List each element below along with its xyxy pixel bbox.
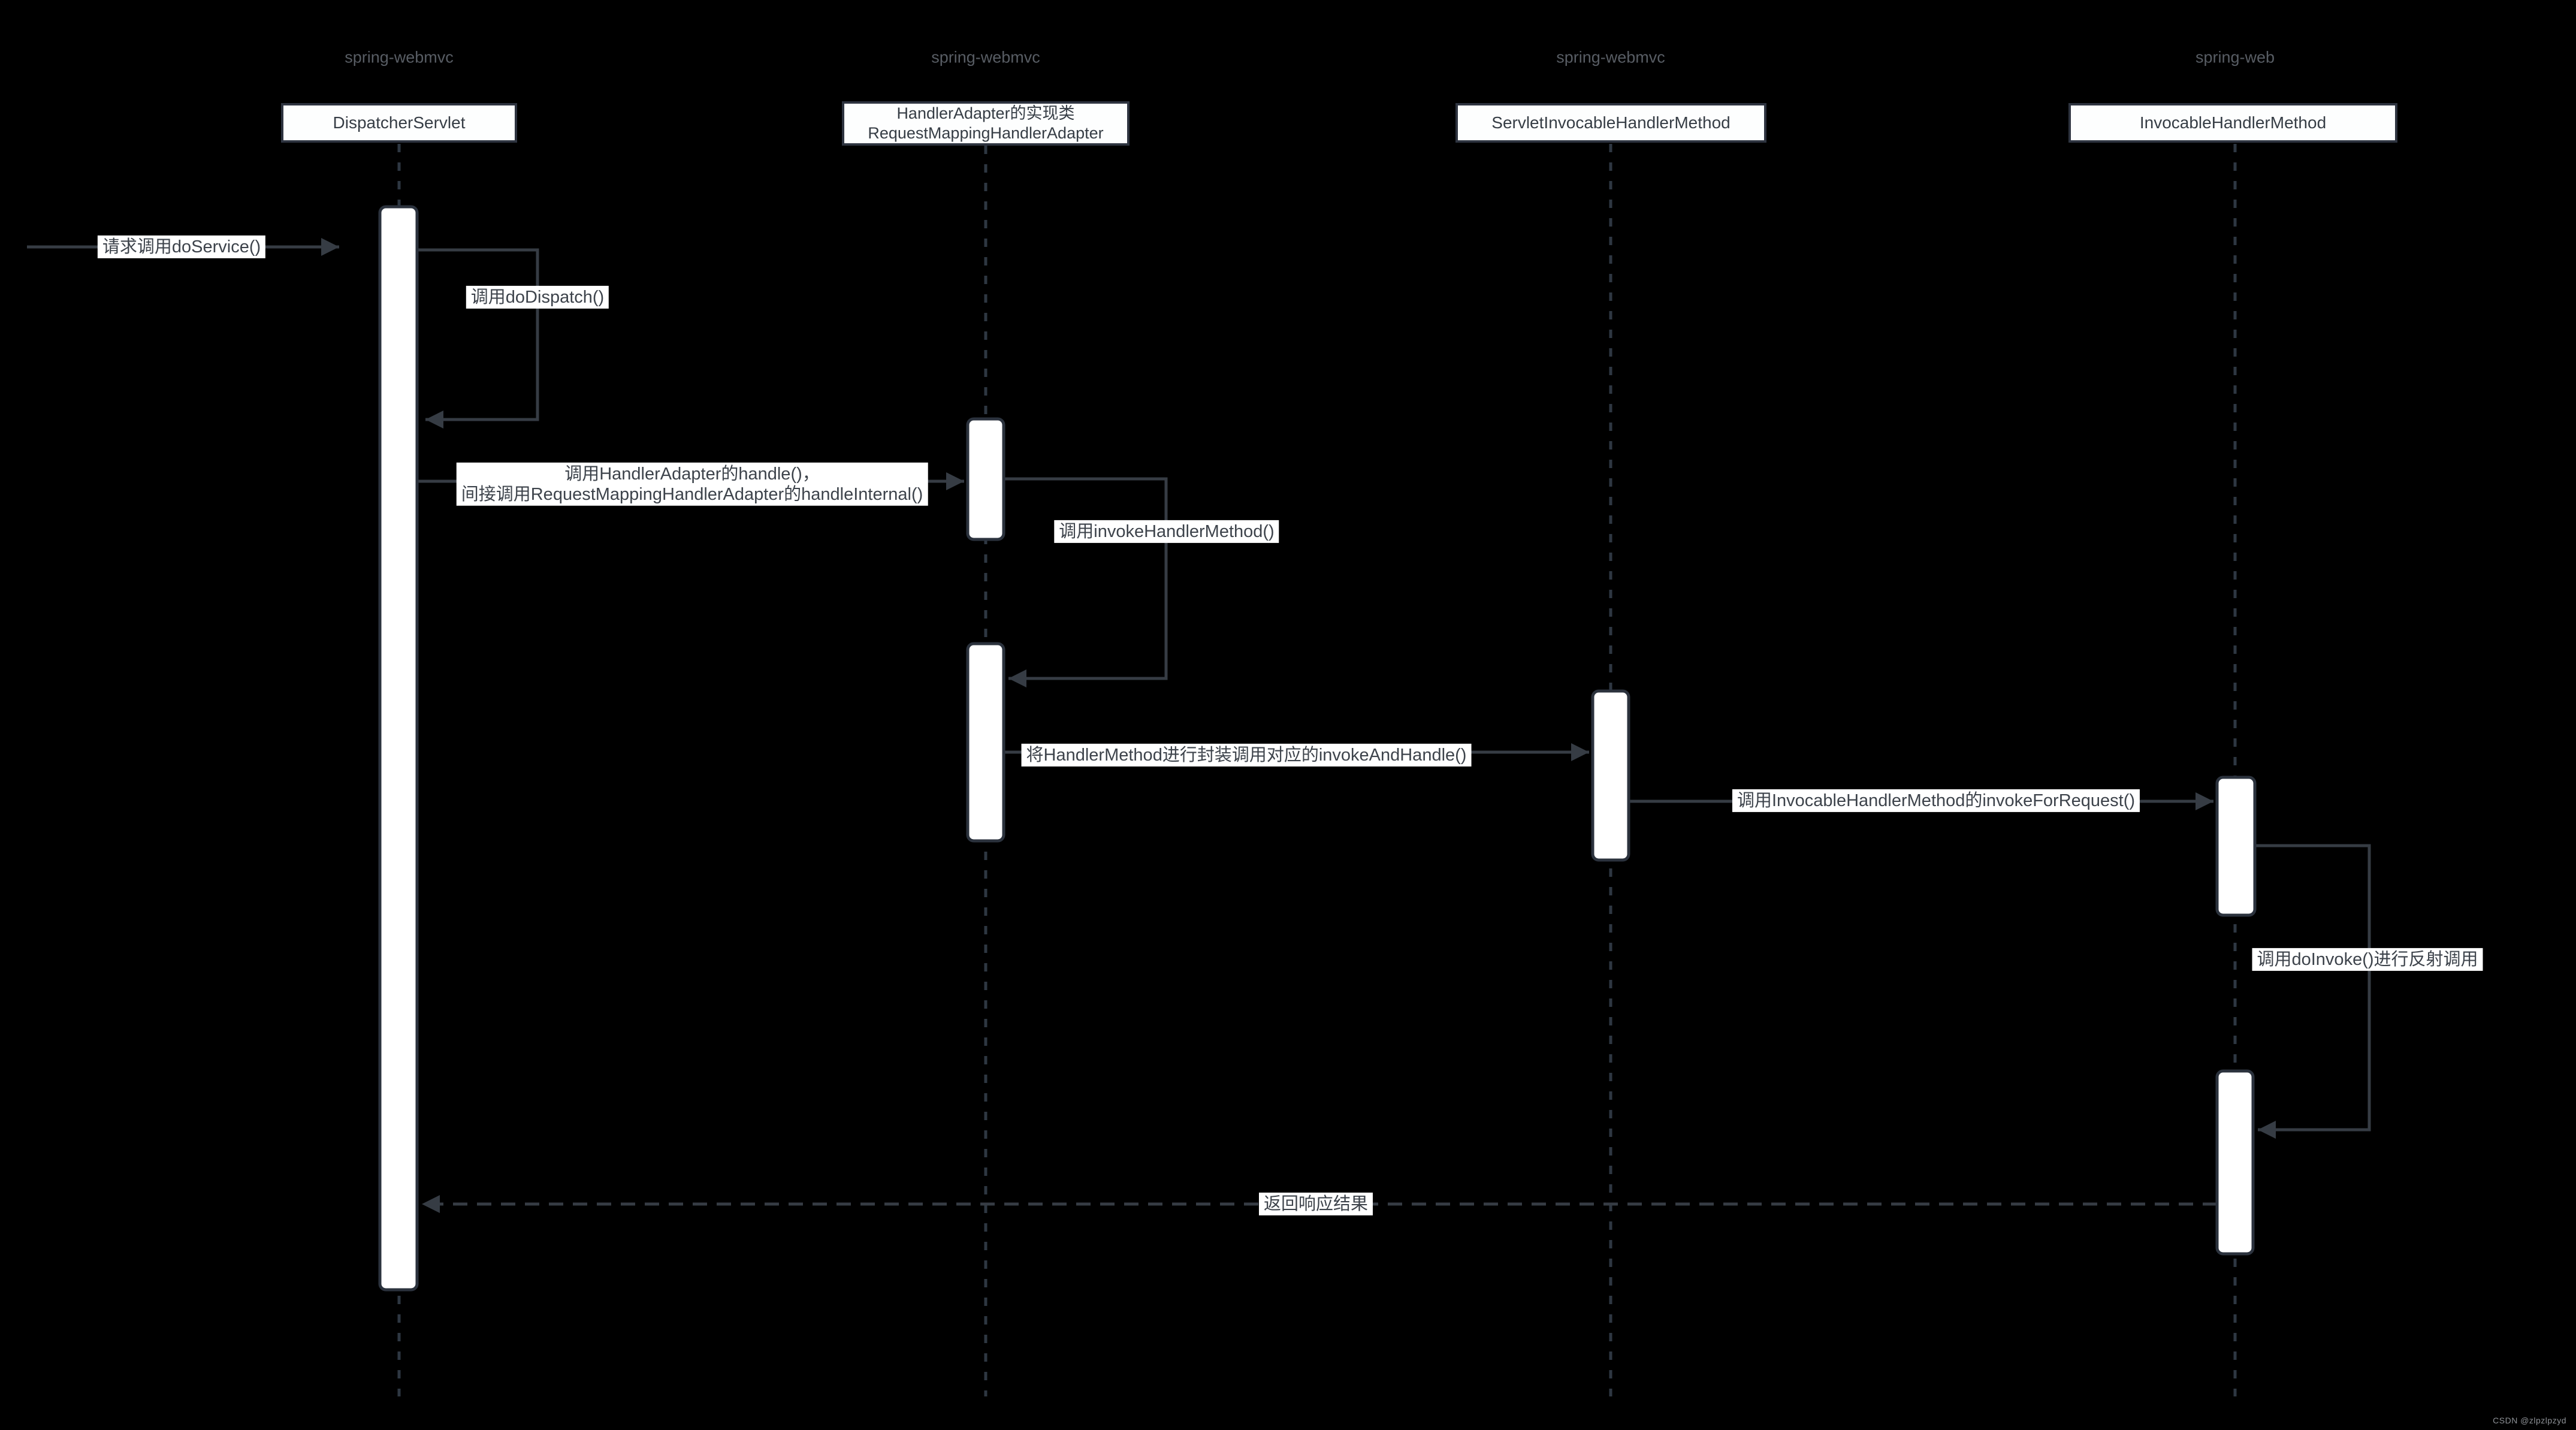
message-label-invokeforrequest: 调用InvocableHandlerMethod的invokeForReques… [1732, 789, 2140, 813]
activation-invocablehandlermethod-2 [2215, 1069, 2255, 1256]
arrow-self-dodispatch [417, 248, 539, 429]
message-label-handle-line2: 间接调用RequestMappingHandlerAdapter的handleI… [461, 485, 923, 504]
message-label-doservice: 请求调用doService() [97, 235, 266, 259]
group-label-spring-webmvc-2: spring-webmvc [931, 48, 1040, 67]
activation-servletinvocablehandlermethod [1591, 689, 1630, 862]
message-label-dodispatch: 调用doDispatch() [466, 285, 609, 309]
group-label-spring-web: spring-web [2195, 48, 2275, 67]
actor-name-line1: HandlerAdapter的实现类 [896, 104, 1075, 123]
actor-name-line2: RequestMappingHandlerAdapter [868, 124, 1104, 142]
message-label-invokeandhandle: 将HandlerMethod进行封装调用对应的invokeAndHandle() [1021, 743, 1472, 767]
actor-box-servletinvocablehandlermethod: ServletInvocableHandlerMethod [1455, 103, 1766, 143]
actor-box-invocablehandlermethod: InvocableHandlerMethod [2068, 103, 2397, 143]
message-label-handle-line1: 调用HandlerAdapter的handle()， [564, 464, 820, 484]
message-label-handle: 调用HandlerAdapter的handle()， 间接调用RequestMa… [456, 462, 928, 506]
group-label-spring-webmvc-1: spring-webmvc [345, 48, 454, 67]
activation-dispatcherservlet [378, 205, 419, 1292]
activation-invocablehandlermethod-1 [2215, 776, 2257, 917]
actor-box-requestmappinghandleradapter: HandlerAdapter的实现类 RequestMappingHandler… [842, 101, 1130, 146]
group-label-spring-webmvc-3: spring-webmvc [1556, 48, 1665, 67]
activation-handleradapter-1 [966, 417, 1005, 541]
actor-name: DispatcherServlet [333, 113, 466, 132]
arrow-self-invokehandlermethod [1004, 477, 1168, 687]
message-label-invokehandlermethod: 调用invokeHandlerMethod() [1054, 520, 1279, 544]
actor-name: ServletInvocableHandlerMethod [1491, 113, 1731, 132]
message-label-return-response: 返回响应结果 [1258, 1192, 1373, 1216]
actor-box-dispatcherservlet: DispatcherServlet [281, 103, 517, 143]
actor-name: InvocableHandlerMethod [2139, 113, 2327, 132]
message-label-doinvoke: 调用doInvoke()进行反射调用 [2252, 948, 2483, 972]
arrow-self-doinvoke [2255, 844, 2371, 1139]
activation-handleradapter-2 [966, 642, 1005, 843]
csdn-watermark: CSDN @zlpzlpzyd [2493, 1416, 2566, 1425]
